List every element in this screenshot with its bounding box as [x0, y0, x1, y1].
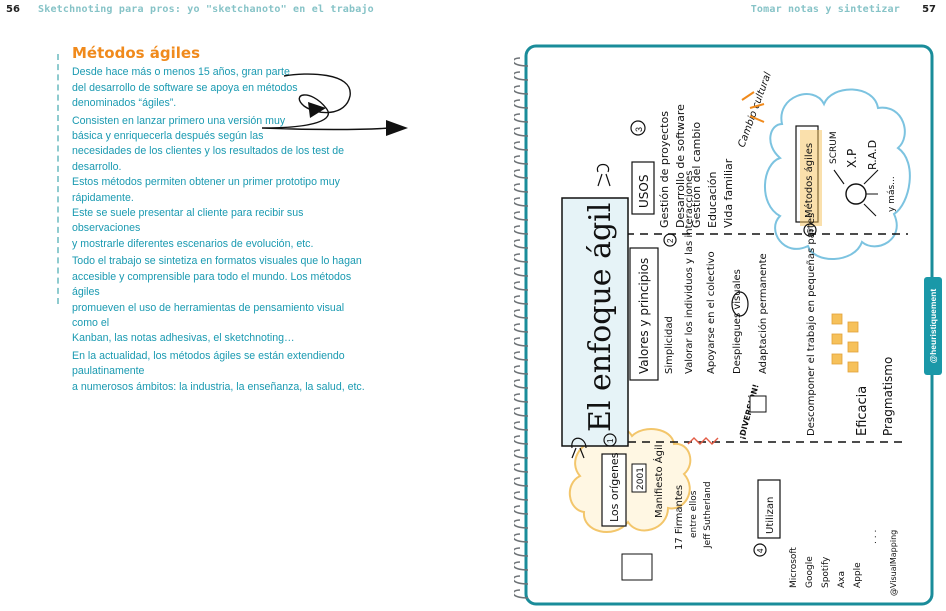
paragraph: Consisten en lanzar primero una versión …: [72, 114, 372, 253]
text-line: En la actualidad, los métodos ágiles se …: [72, 349, 345, 378]
firmantes-label: 17 Firmantes: [674, 485, 685, 550]
paragraph: Desde hace más o menos 15 años, gran par…: [72, 65, 372, 111]
usos-number: 3: [634, 127, 644, 132]
utilizan-block: Utilizan 4 Microsoft Google Spotify Axa …: [753, 479, 898, 596]
metodos-number: 5: [806, 228, 815, 233]
right-page-number: 57: [922, 4, 936, 15]
persona-label: Jeff Sutherland: [703, 481, 713, 549]
arrow-head-icon: [308, 102, 326, 118]
text-line: accesible y comprensible para todo el mu…: [72, 270, 352, 299]
text-line: y mostrarle diferentes escenarios de evo…: [72, 237, 314, 250]
paragraph: En la actualidad, los métodos ágiles se …: [72, 349, 372, 395]
kanban-blocks-icon: [831, 313, 859, 373]
metodo-item: X.P: [845, 149, 859, 168]
valor-item: Pragmatismo: [881, 357, 895, 436]
valores-number: 2: [666, 238, 675, 243]
utilizan-item: Google: [805, 556, 815, 588]
valor-item: Apoyarse en el colectivo: [706, 251, 717, 374]
usos-item: Desarrollo de software: [674, 104, 687, 228]
manifiesto-label: Manifiesto Ágil: [652, 445, 665, 519]
usos-item: Vida familiar: [722, 158, 735, 228]
valor-item: Valorar los individuos y las interaccion…: [684, 171, 695, 374]
number-badge-icon: [753, 543, 767, 557]
text-line: del desarrollo de software se apoya en m…: [72, 81, 298, 94]
text-line: denominados “ágiles”.: [72, 97, 177, 110]
valor-item: Simplicidad: [664, 316, 675, 374]
number-badge-icon: [630, 120, 646, 136]
person-icon: [596, 163, 611, 187]
text-line: básica y enriquecerla después según las: [72, 130, 264, 143]
valor-item: Descomponer el trabajo en pequeñas parte…: [806, 213, 817, 436]
sketchnote-notebook: El enfoque ágil USOS 3 Gestión de proyec…: [514, 44, 934, 606]
text-line: Kanban, las notas adhesivas, el sketchno…: [72, 332, 295, 345]
origenes-heading: Los orígenes: [608, 452, 621, 522]
metodos-heading: Métodos ágiles: [803, 143, 815, 218]
cloud-metodos: [764, 88, 911, 260]
utilizan-item: Spotify: [821, 556, 831, 588]
text-line: a numerosos ámbitos: la industria, la en…: [72, 380, 365, 393]
entre-ellos-label: entre ellos: [689, 490, 699, 538]
usos-item: Educación: [706, 171, 719, 228]
side-tab-label: @heuristiquement: [928, 288, 939, 364]
spiral-binding-icon: [514, 57, 529, 599]
utilizan-item: Apple: [853, 562, 863, 588]
cloud-origenes: [569, 426, 692, 533]
text-line: Consisten en lanzar primero una versión …: [72, 114, 286, 127]
rugby-ball-icon: [731, 291, 749, 317]
title-banner: El enfoque ágil: [561, 163, 629, 459]
valores-heading: Valores y principios: [637, 258, 651, 374]
utilizan-item: Microsoft: [789, 547, 799, 588]
smiley-icon: [749, 395, 767, 413]
section-title: Métodos ágiles: [72, 44, 201, 62]
origenes-block: Los orígenes 1 2001 Manifiesto Ágil 17 F…: [601, 433, 719, 581]
side-tab: @heuristiquement: [924, 277, 942, 375]
origenes-number: 1: [606, 438, 615, 443]
usos-item: Gestión del cambio: [690, 122, 703, 228]
right-running-title: Tomar notas y sintetizar: [750, 4, 900, 15]
loop-arrow-doodle: [262, 73, 408, 136]
text-line: promueven el uso de herramientas de pens…: [72, 301, 345, 329]
person-icon: [571, 437, 587, 459]
valor-item: Adaptación permanente: [757, 253, 769, 374]
paragraph: Todo el trabajo se sintetiza en formatos…: [72, 254, 372, 346]
valor-item: Eficacia: [855, 386, 870, 436]
zigzag-icon: [687, 437, 719, 445]
sketch-title: El enfoque ágil: [583, 203, 618, 432]
metodos-block: Métodos ágiles 5 SCRUM X.P R.A.D y más..…: [795, 125, 897, 237]
number-badge-icon: [803, 223, 817, 237]
arrow-head-icon: [386, 120, 408, 136]
number-badge-icon: [603, 433, 617, 447]
document-icon: [621, 553, 653, 581]
text-line: Este se suele presentar al cliente para …: [72, 207, 304, 235]
sketch-credit: @VisualMapping: [889, 530, 898, 596]
metodo-item: SCRUM: [829, 131, 839, 164]
text-section: Métodos ágiles Desde hace más o menos 15…: [72, 44, 372, 397]
utilizan-heading: Utilizan: [765, 497, 776, 534]
utilizan-number: 4: [756, 548, 765, 553]
usos-heading: USOS: [637, 175, 651, 208]
utilizan-item: Axa: [837, 571, 847, 588]
left-running-title: Sketchnoting para pros: yo "sketchanoto"…: [38, 4, 374, 15]
text-line: necesidades de los clientes y los result…: [72, 145, 345, 173]
text-line: Desde hace más o menos 15 años, gran par…: [72, 66, 290, 79]
usos-item: Gestión de proyectos: [658, 111, 671, 228]
sparkle-icon: [741, 91, 765, 123]
left-page-number: 56: [6, 4, 20, 15]
text-line: Todo el trabajo se sintetiza en formatos…: [72, 255, 362, 268]
section-dashed-rule: [57, 54, 59, 304]
number-badge-icon: [663, 233, 677, 247]
utilizan-more: . . .: [869, 530, 879, 544]
usos-block: USOS 3 Gestión de proyectos Desarrollo d…: [630, 104, 735, 228]
text-line: Estos métodos permiten obtener un primer…: [72, 176, 340, 204]
metodo-item: R.A.D: [866, 140, 879, 170]
valor-item: Despliegues visuales: [732, 269, 743, 374]
metodo-item: y más...: [887, 176, 897, 212]
arrow-icon: [833, 169, 879, 217]
origenes-year: 2001: [636, 467, 646, 490]
